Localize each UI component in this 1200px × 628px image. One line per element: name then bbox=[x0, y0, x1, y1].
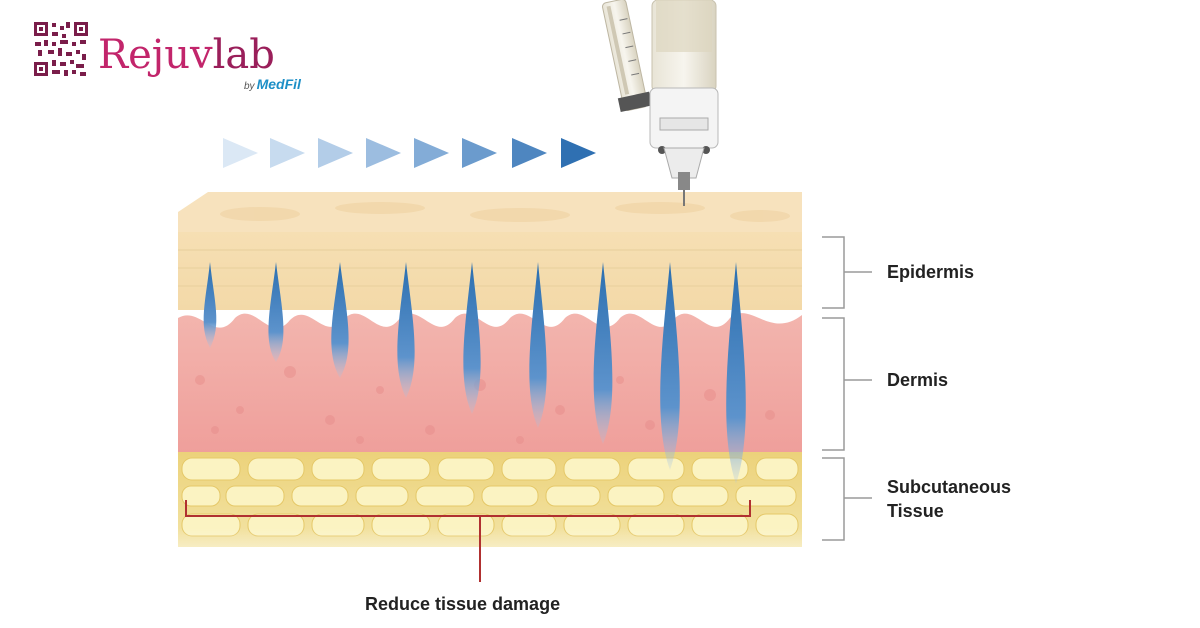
label-epidermis: Epidermis bbox=[887, 262, 975, 282]
bracket-epidermis bbox=[822, 236, 872, 309]
injection-trails bbox=[203, 262, 746, 484]
injection-trail-4 bbox=[397, 262, 415, 398]
brand-name-part1: Rejuv bbox=[98, 32, 213, 78]
epidermis-layer bbox=[178, 232, 802, 310]
arrow-8 bbox=[561, 138, 596, 168]
dermis-speckles bbox=[195, 366, 775, 444]
injector-device-icon bbox=[602, 0, 719, 206]
byline-by: by bbox=[244, 81, 255, 92]
brand-name-part2: lab bbox=[212, 32, 275, 78]
bracket-subcutaneous bbox=[822, 457, 872, 541]
injection-trail-1 bbox=[203, 262, 217, 348]
arrow-1 bbox=[223, 138, 258, 168]
skin-texture bbox=[220, 202, 790, 222]
injection-trail-3 bbox=[331, 262, 349, 378]
arrow-2 bbox=[270, 138, 305, 168]
injection-trail-2 bbox=[268, 262, 284, 362]
injection-trail-8 bbox=[660, 262, 680, 470]
direction-arrows bbox=[223, 138, 596, 168]
label-subcutaneous-line2: Tissue bbox=[887, 501, 944, 521]
skin-top-surface bbox=[178, 192, 802, 232]
damage-bracket bbox=[185, 500, 751, 582]
fat-cells bbox=[181, 457, 799, 537]
epidermis-lines bbox=[178, 249, 802, 287]
qr-code-icon bbox=[32, 20, 90, 78]
label-dermis: Dermis bbox=[887, 370, 949, 390]
byline-sub: MedFil bbox=[256, 76, 301, 92]
arrow-3 bbox=[318, 138, 353, 168]
bracket-dermis bbox=[822, 317, 872, 451]
arrow-5 bbox=[414, 138, 449, 168]
arrow-6 bbox=[462, 138, 497, 168]
arrow-4 bbox=[366, 138, 401, 168]
caption-reduce-damage: Reduce tissue damage bbox=[365, 594, 561, 614]
injection-trail-5 bbox=[463, 262, 481, 414]
brand-name: Rejuvlab bbox=[98, 32, 275, 78]
injection-trail-9 bbox=[726, 262, 746, 484]
label-subcutaneous: Subcutaneous Tissue bbox=[887, 475, 1011, 523]
label-subcutaneous-line1: Subcutaneous bbox=[887, 477, 1012, 497]
injection-trail-7 bbox=[593, 262, 613, 444]
arrow-7 bbox=[512, 138, 547, 168]
layer-brackets bbox=[822, 236, 872, 541]
injection-trail-6 bbox=[529, 262, 547, 428]
